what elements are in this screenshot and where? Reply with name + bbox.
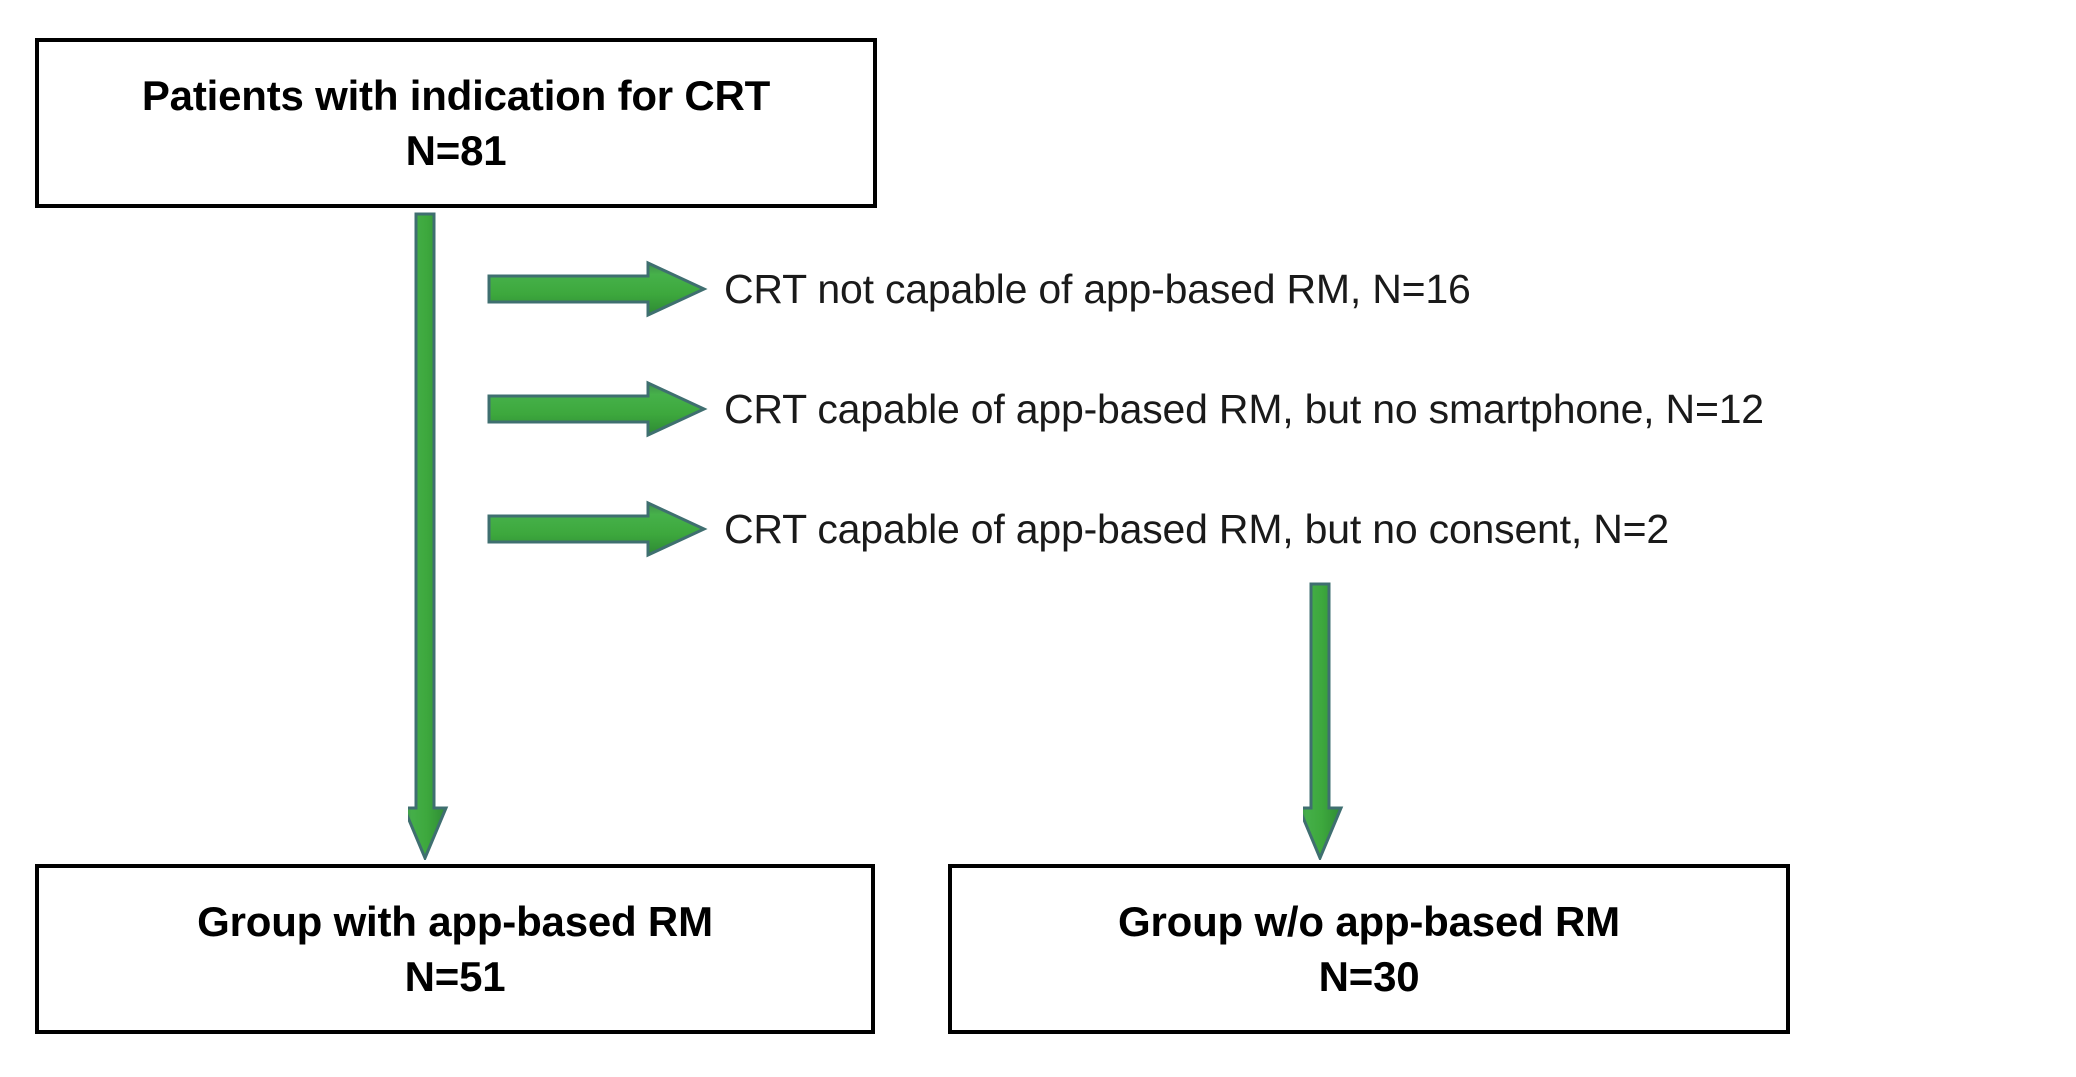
box-bottom-left-count: N=51 [404, 953, 506, 1000]
box-group-without-app-based-rm: Group w/o app-based RM N=30 [948, 864, 1790, 1034]
box-group-with-app-based-rm: Group with app-based RM N=51 [35, 864, 875, 1034]
arrow-down-icon-right [1303, 582, 1345, 860]
box-top-title: Patients with indication for CRT [141, 71, 771, 119]
box-bottom-right-count: N=30 [1318, 953, 1420, 1000]
exclusion-label: CRT capable of app-based RM, but no cons… [724, 505, 1669, 552]
exclusion-row: CRT not capable of app-based RM, N=16 [486, 258, 1471, 320]
exclusion-row: CRT capable of app-based RM, but no smar… [486, 378, 1764, 440]
arrow-right-icon [486, 258, 708, 320]
arrow-down-icon-main [408, 212, 450, 860]
arrow-right-icon [486, 378, 708, 440]
exclusion-label: CRT not capable of app-based RM, N=16 [724, 265, 1471, 312]
exclusion-row: CRT capable of app-based RM, but no cons… [486, 498, 1669, 560]
box-bottom-right-title: Group w/o app-based RM [1118, 897, 1620, 945]
exclusion-label: CRT capable of app-based RM, but no smar… [724, 385, 1764, 432]
box-top-count: N=81 [405, 127, 507, 174]
arrow-right-icon [486, 498, 708, 560]
box-bottom-left-title: Group with app-based RM [197, 897, 713, 945]
box-patients-with-indication: Patients with indication for CRT N=81 [35, 38, 877, 208]
